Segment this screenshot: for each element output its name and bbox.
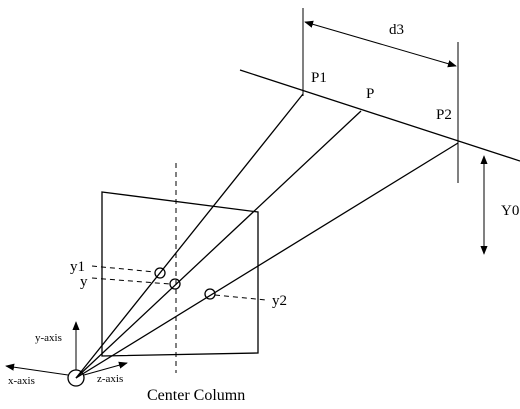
image-plane — [101, 191, 259, 357]
center-column-label: Center Column — [147, 387, 245, 404]
y-leader — [91, 277, 171, 285]
y0-label: Y0 — [501, 203, 519, 219]
y1-label: y1 — [70, 259, 85, 275]
p2-label: P2 — [436, 107, 452, 123]
d3-dimension-arrow — [304, 20, 457, 68]
x-axis-arrow — [5, 363, 69, 376]
ray-p1 — [75, 93, 304, 379]
p1-label: P1 — [311, 70, 327, 86]
y-axis-label: y-axis — [35, 332, 62, 344]
image-point-y2 — [204, 288, 216, 300]
d3-label: d3 — [389, 22, 404, 38]
object-line — [239, 69, 520, 162]
p-label: P — [366, 86, 374, 102]
z-axis-arrow — [83, 361, 128, 376]
image-point-y1 — [154, 267, 166, 279]
y2-label: y2 — [272, 293, 287, 309]
x-axis-label: x-axis — [8, 375, 35, 387]
y-label: y — [80, 274, 88, 290]
z-axis-label: z-axis — [97, 373, 123, 385]
ray-p — [75, 110, 362, 379]
image-point-y — [169, 278, 181, 290]
ray-p2 — [75, 142, 459, 379]
y1-leader — [91, 265, 156, 273]
